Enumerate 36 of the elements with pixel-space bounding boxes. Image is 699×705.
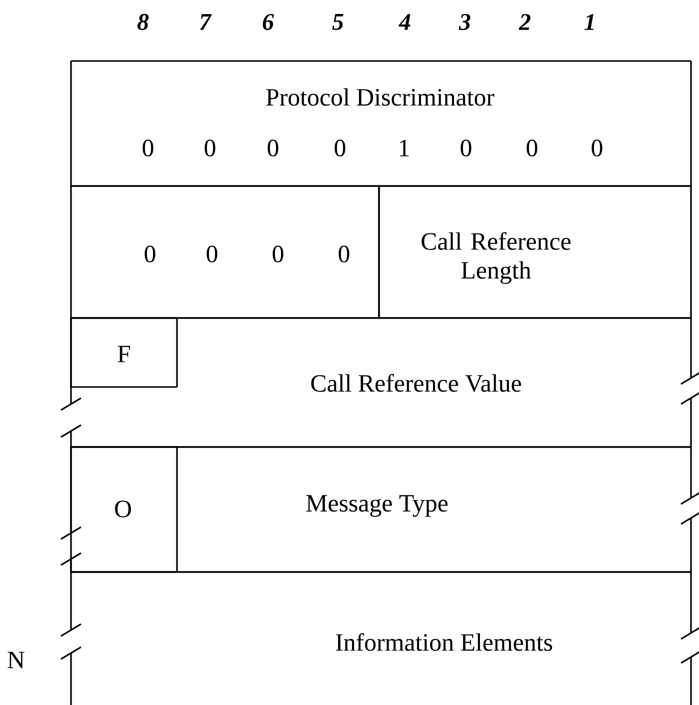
field-label: Call Reference Value (311, 374, 521, 392)
bit-number: 7 (200, 14, 212, 30)
field-label: F (118, 346, 130, 362)
bit-number: 8 (137, 14, 149, 30)
field-label: Protocol Discriminator (266, 88, 494, 106)
field-box (70, 60, 692, 187)
bit-value: 0 (204, 140, 216, 156)
bit-value: 0 (206, 246, 218, 262)
field-box (70, 446, 178, 573)
bit-number: 2 (518, 14, 530, 30)
bit-value: 0 (338, 246, 350, 262)
bit-number: 1 (584, 14, 594, 30)
bit-number: 5 (332, 14, 344, 30)
field-box (378, 185, 692, 319)
field-label: O (115, 500, 131, 518)
field-box (60, 446, 699, 573)
bit-value: 1 (400, 140, 409, 156)
field-label: Message Type (306, 495, 448, 517)
field-box (60, 571, 699, 705)
bit-value: 0 (334, 140, 346, 156)
field-label: Call Reference Length (422, 232, 571, 284)
bit-value: 0 (268, 140, 278, 156)
field-label: Information Elements (336, 633, 552, 651)
bit-value: 0 (526, 140, 538, 156)
bit-value: 0 (272, 246, 284, 262)
bit-number: 6 (262, 14, 274, 30)
field-box (70, 317, 178, 388)
bit-number: 3 (458, 14, 470, 30)
bit-number: 4 (398, 14, 410, 30)
field-box (70, 185, 380, 319)
bit-value: 0 (460, 140, 472, 156)
bit-value: 0 (142, 140, 154, 156)
bit-value: 0 (144, 246, 156, 262)
bit-value: 0 (592, 140, 602, 156)
octet-label: N (8, 652, 24, 668)
field-box (60, 317, 699, 448)
